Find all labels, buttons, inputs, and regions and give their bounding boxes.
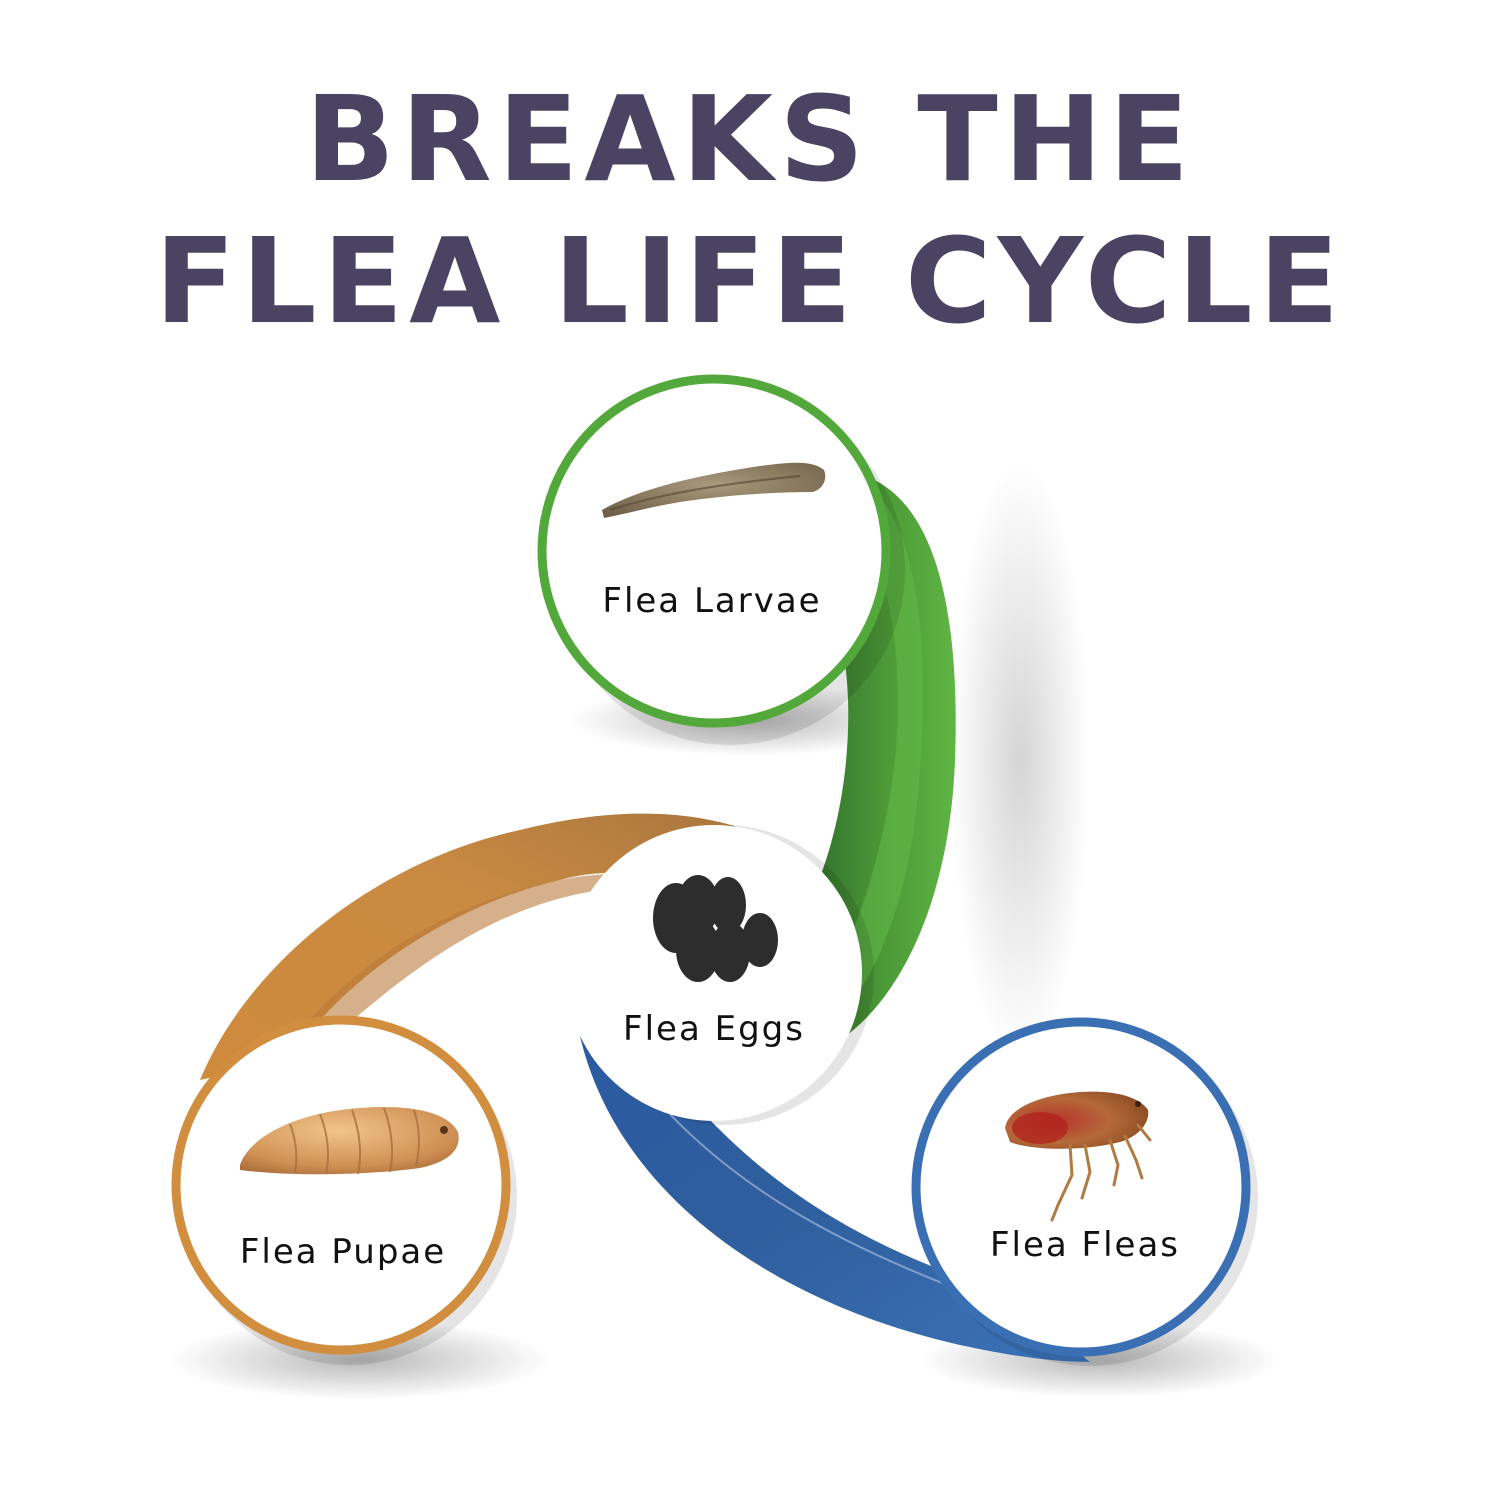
fleas-label: Flea Fleas <box>990 1225 1180 1265</box>
larvae-label: Flea Larvae <box>602 581 821 621</box>
adult-flea-illustration <box>1005 1091 1152 1222</box>
pupa-illustration <box>240 1107 459 1175</box>
fleas-ring <box>911 1017 1251 1357</box>
larvae-ring <box>537 374 891 728</box>
stage-eggs: Flea Eggs <box>566 825 862 1121</box>
title-line-2: FLEA LIFE CYCLE <box>154 212 1346 350</box>
eggs-illustration <box>653 875 778 982</box>
page-title: BREAKS THE FLEA LIFE CYCLE <box>0 68 1500 352</box>
eggs-label: Flea Eggs <box>623 1009 805 1049</box>
pupae-label: Flea Pupae <box>240 1232 446 1272</box>
stage-pupae: Flea Pupae <box>171 1015 511 1355</box>
stage-fleas: Flea Fleas <box>911 1017 1251 1357</box>
title-line-1: BREAKS THE <box>304 70 1196 208</box>
eggs-ring <box>566 825 862 1121</box>
stage-larvae: Flea Larvae <box>537 374 891 728</box>
pupae-ring <box>171 1015 511 1355</box>
larva-illustration <box>602 462 826 518</box>
